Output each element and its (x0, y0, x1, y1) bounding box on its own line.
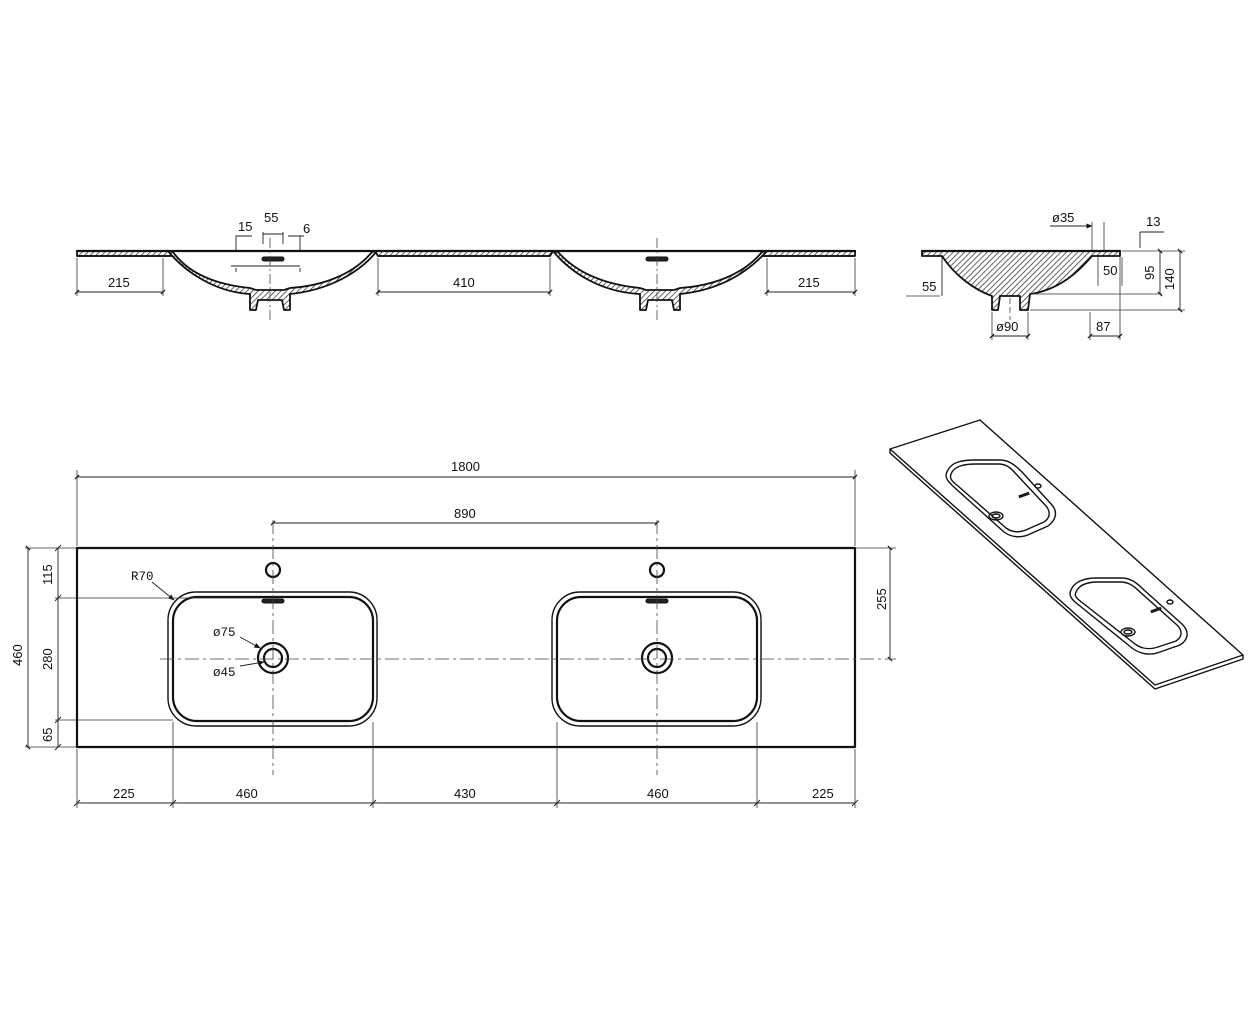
dim-plan-tap-spacing: 890 (454, 506, 476, 521)
front-bowl-right (552, 250, 768, 311)
dim-side-tap-hole: ø35 (1052, 210, 1074, 225)
dim-side-edge: 55 (922, 279, 936, 294)
dim-plan-front-margin: 115 (40, 564, 55, 585)
dim-plan-bottom-5: 225 (812, 786, 834, 801)
dim-side-total-depth: 140 (1162, 268, 1177, 290)
dim-plan-bottom-4: 460 (647, 786, 669, 801)
dim-tap-offset: 15 (238, 219, 252, 234)
front-bowl-left (167, 250, 378, 311)
dim-plan-centre-offset: 255 (874, 588, 889, 610)
plan-view: 1800 890 R70 ø75 ø45 460 115 280 65 255 (10, 459, 896, 808)
tap-dimension-group: 15 55 6 (231, 210, 310, 272)
dim-plan-drain-inner: ø45 (213, 666, 236, 680)
dim-plan-bowl-depth: 280 (40, 648, 55, 670)
iso-tap-hole-back (1034, 483, 1042, 489)
plan-outline (75, 546, 857, 749)
dim-front-left-edge: 215 (108, 275, 130, 290)
iso-front-edge (889, 449, 1244, 690)
dim-plan-bottom-1: 225 (113, 786, 135, 801)
iso-bowl-front (1069, 577, 1188, 655)
dim-side-bowl-depth: 95 (1142, 266, 1157, 280)
dim-front-between-bowls: 410 (453, 275, 475, 290)
dim-side-drain-offset: 87 (1096, 319, 1110, 334)
iso-drain-front (1120, 627, 1136, 637)
dim-side-overflow: 50 (1103, 263, 1117, 278)
iso-tap-hole-front (1166, 599, 1174, 605)
dim-side-drain: ø90 (996, 319, 1018, 334)
dim-plan-total-width: 1800 (451, 459, 480, 474)
iso-drain-back (988, 511, 1004, 521)
iso-bowl-back (945, 459, 1057, 538)
dim-tap-gap: 6 (303, 221, 310, 236)
isometric-view (889, 419, 1244, 690)
front-overflow-slot-left (261, 256, 285, 262)
dim-plan-drain-outer: ø75 (213, 626, 236, 640)
dim-plan-radius: R70 (131, 570, 154, 584)
iso-top-surface (889, 419, 1244, 686)
dim-plan-bottom-3: 430 (454, 786, 476, 801)
side-section-body (921, 250, 1121, 311)
dim-plan-bottom-2: 460 (236, 786, 258, 801)
side-section-view: ø35 13 50 95 140 55 ø90 87 (906, 210, 1185, 340)
dim-side-top-thickness: 13 (1146, 214, 1160, 229)
front-section-view: 15 55 6 215 410 215 (74, 210, 858, 320)
dim-plan-total-depth: 460 (10, 644, 25, 666)
dim-plan-back-margin: 65 (40, 728, 55, 742)
dim-front-right-edge: 215 (798, 275, 820, 290)
dim-tap-width: 55 (264, 210, 278, 225)
